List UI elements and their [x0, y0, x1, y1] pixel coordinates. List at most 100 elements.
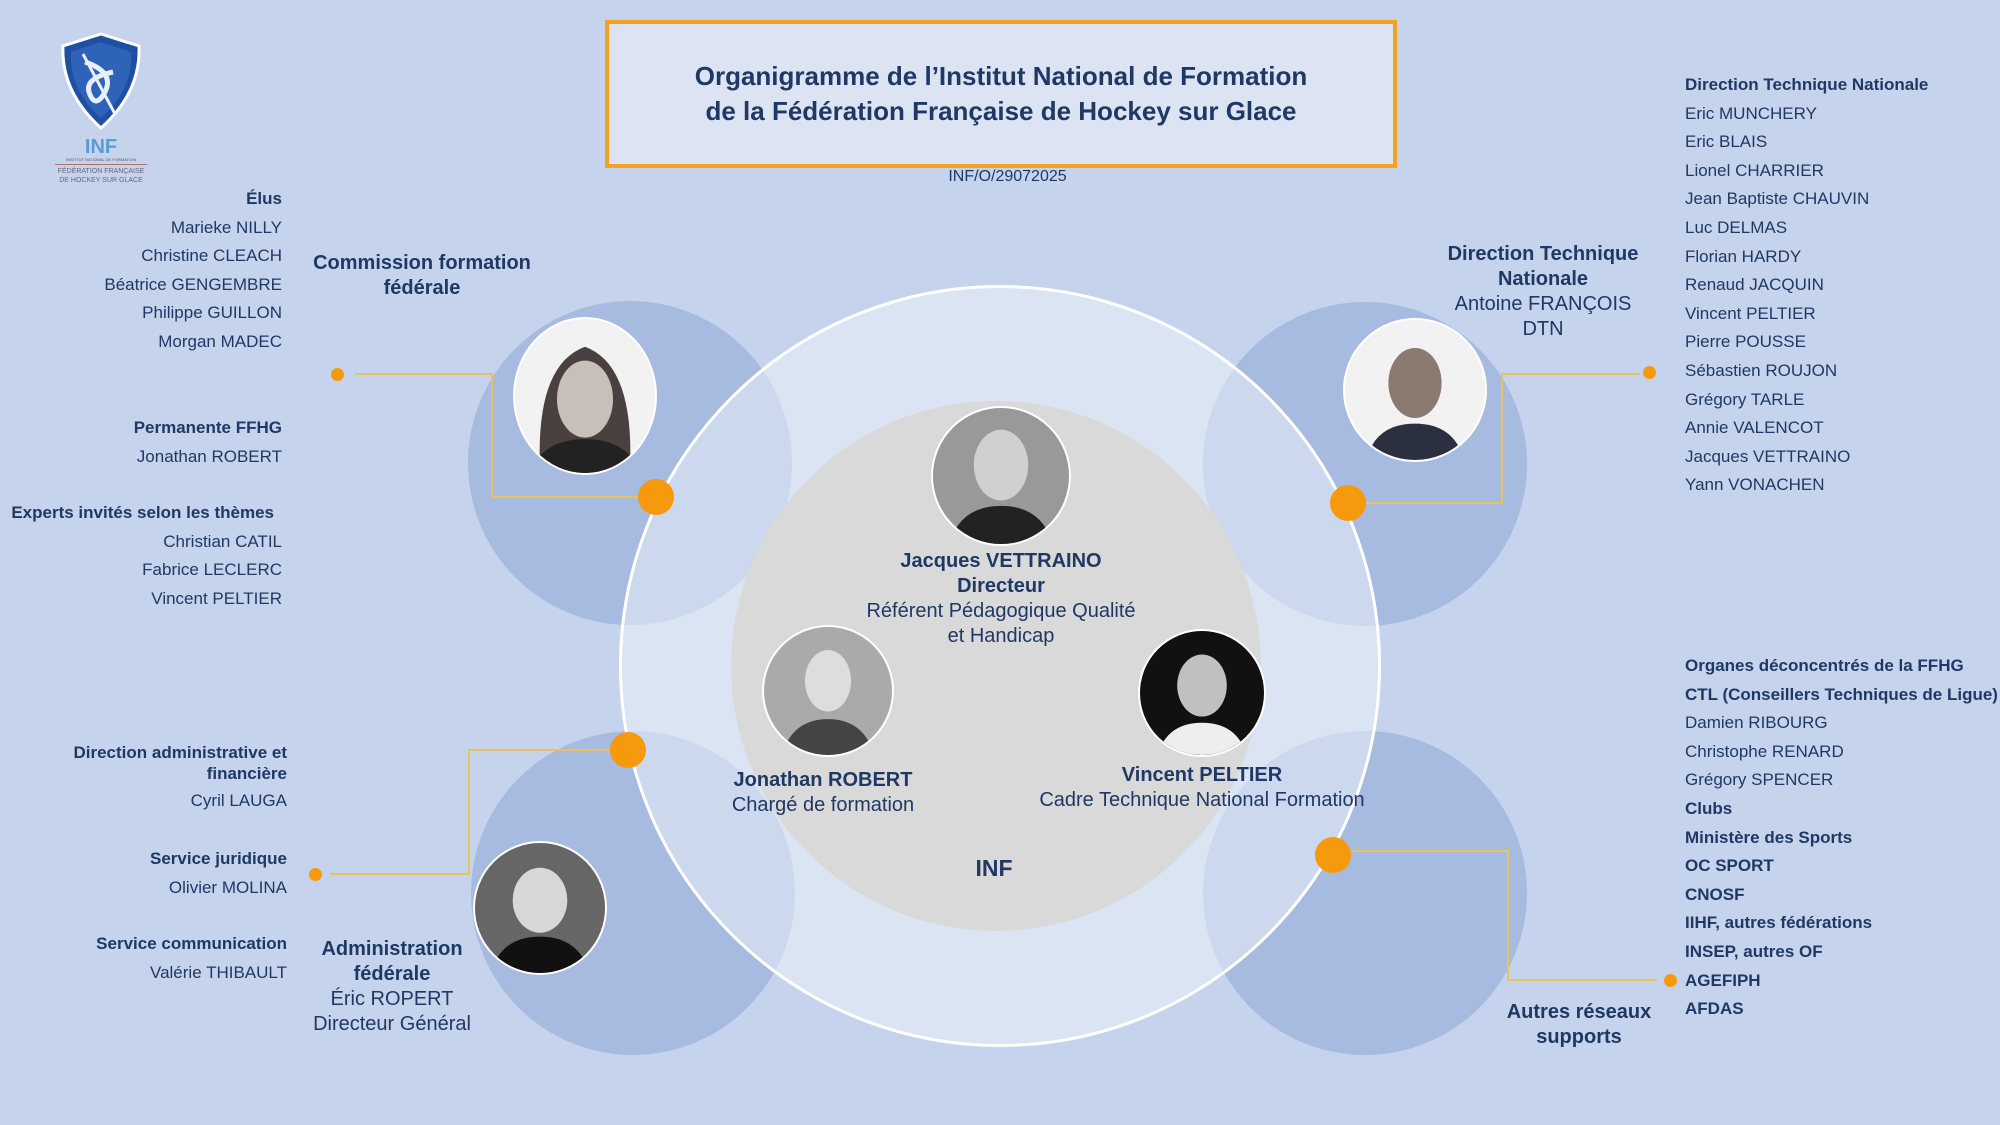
list-item: Florian HARDY — [1685, 246, 1802, 266]
dtn-label: Direction Technique Nationale Antoine FR… — [1413, 242, 1673, 342]
dtn-head-role: DTN — [1522, 318, 1564, 340]
inf-label: INF — [975, 855, 1013, 881]
list-item: INSEP, autres OF — [1685, 941, 1823, 961]
list-heading: Direction Technique Nationale — [1685, 75, 1929, 94]
experts-list: Experts invités selon les thèmes Christi… — [11, 499, 282, 613]
list-item: Jacques VETTRAINO — [1685, 446, 1851, 466]
commission-label: Commission formation fédérale — [313, 252, 531, 299]
list-item: Fabrice LECLERC — [142, 560, 282, 580]
networks-list-dot — [1664, 974, 1677, 987]
networks-connector — [1352, 850, 1657, 981]
logo-acronym: INF — [84, 136, 118, 158]
person-avatar-icon — [781, 650, 875, 755]
person-avatar-icon — [1157, 654, 1247, 755]
person-avatar-icon — [490, 867, 590, 973]
networks-node-dot — [1315, 837, 1351, 873]
list-item: Grégory TARLE — [1685, 389, 1805, 409]
list-item: OC SPORT — [1685, 856, 1774, 876]
admin-head-role: Directeur Général — [313, 1013, 471, 1035]
list-item: Valérie THIBAULT — [150, 962, 287, 982]
juridique-list: Service juridique Olivier MOLINA — [150, 845, 287, 902]
trainer-photo — [762, 625, 894, 757]
list-item: Damien RIBOURG — [1685, 713, 1828, 733]
admin-list-dot — [309, 868, 322, 881]
list-item: Philippe GUILLON — [142, 303, 282, 323]
networks-list: Organes déconcentrés de la FFHG CTL (Cons… — [1685, 652, 1998, 1024]
admin-label-2: fédérale — [353, 963, 431, 985]
title-line-1: Organigramme de l’Institut National de F… — [694, 61, 1308, 91]
cadre-name: Vincent PELTIER — [1121, 764, 1283, 786]
networks-label: Autres réseaux supports — [1459, 1000, 1699, 1050]
list-item: Béatrice GENGEMBRE — [104, 274, 282, 294]
list-item: Luc DELMAS — [1685, 217, 1788, 237]
dtn-list: Direction Technique Nationale Eric MUNCH… — [1685, 71, 1928, 500]
commission-list-dot — [331, 368, 344, 381]
list-item: Christophe RENARD — [1685, 741, 1844, 761]
list-item: Jonathan ROBERT — [136, 446, 282, 466]
list-heading: Experts invités selon les thèmes — [11, 503, 274, 522]
dtn-label-2: Nationale — [1497, 268, 1589, 290]
list-heading: Service juridique — [150, 849, 287, 868]
list-item: Organes déconcentrés de la FFHG — [1685, 656, 1964, 675]
trainer-name: Jonathan ROBERT — [733, 769, 913, 791]
dtn-label-1: Direction Technique — [1447, 243, 1639, 265]
list-item: IIHF, autres fédérations — [1685, 913, 1873, 933]
list-heading: Élus — [246, 189, 282, 208]
list-item: Cyril LAUGA — [190, 791, 287, 810]
shield-logo-icon — [61, 32, 141, 131]
trainer-role: Chargé de formation — [731, 794, 915, 816]
list-item: Eric MUNCHERY — [1685, 103, 1817, 123]
title-line-2: de la Fédération Française de Hockey sur… — [705, 96, 1297, 126]
person-avatar-icon — [529, 346, 641, 473]
cadre-photo — [1138, 629, 1266, 757]
cadre-role: Cadre Technique National Formation — [1039, 789, 1365, 811]
list-item: Christian CATIL — [163, 531, 282, 551]
list-item: Vincent PELTIER — [1685, 303, 1816, 323]
director-role-2: et Handicap — [947, 625, 1055, 647]
director-role-1: Référent Pédagogique Qualité — [866, 600, 1136, 622]
list-item: Eric BLAIS — [1685, 132, 1768, 152]
list-item: Lionel CHARRIER — [1685, 160, 1824, 180]
list-item: Clubs — [1685, 798, 1733, 818]
dtn-list-dot — [1643, 366, 1656, 379]
list-item: Renaud JACQUIN — [1685, 275, 1824, 295]
director-title: Directeur — [957, 575, 1045, 597]
logo-subtitle: INSTITUT NATIONAL DE FORMATION — [55, 157, 147, 165]
list-item: AGEFIPH — [1685, 970, 1761, 990]
list-heading: Permanente FFHG — [133, 418, 282, 437]
list-item: Annie VALENCOT — [1685, 418, 1824, 438]
list-item: Morgan MADEC — [158, 331, 282, 351]
networks-label-1: Autres réseaux — [1506, 1001, 1652, 1023]
admin-finance-list: Direction administrative et financière C… — [73, 742, 287, 816]
permanente-list: Permanente FFHG Jonathan ROBERT — [134, 414, 282, 471]
director-label: Jacques VETTRAINO Directeur Référent Péd… — [831, 549, 1171, 649]
document-code: INF/O/29072025 — [948, 168, 1067, 185]
director-photo — [931, 406, 1071, 546]
inf-logo: INF INSTITUT NATIONAL DE FORMATION FÉDÉR… — [55, 32, 147, 184]
list-item: Jean Baptiste CHAUVIN — [1685, 189, 1870, 209]
list-item: Vincent PELTIER — [151, 588, 282, 608]
dtn-node-dot — [1330, 485, 1366, 521]
list-item: Marieke NILLY — [170, 217, 282, 237]
list-item: Yann VONACHEN — [1685, 475, 1825, 495]
dtn-head-name: Antoine FRANÇOIS — [1454, 293, 1632, 315]
list-item: Christine CLEACH — [141, 246, 282, 266]
list-item: Ministère des Sports — [1685, 827, 1853, 847]
admin-node-dot — [610, 732, 646, 768]
admin-head-name: Éric ROPERT — [330, 988, 454, 1010]
admin-connector — [330, 749, 612, 875]
list-item: CTL (Conseillers Techniques de Ligue) — [1685, 684, 1998, 704]
list-heading: Direction administrative et — [73, 743, 287, 762]
list-item: AFDAS — [1685, 999, 1744, 1019]
trainer-label: Jonathan ROBERT Chargé de formation — [693, 768, 953, 818]
commission-node-dot — [638, 479, 674, 515]
networks-label-2: supports — [1536, 1026, 1622, 1048]
commission-connector — [355, 373, 640, 498]
director-name: Jacques VETTRAINO — [900, 550, 1102, 572]
person-avatar-icon — [1366, 348, 1464, 460]
cadre-label: Vincent PELTIER Cadre Technique National… — [1012, 763, 1392, 813]
list-heading: Service communication — [96, 934, 287, 953]
admin-label-1: Administration — [321, 938, 463, 960]
list-item: Sébastien ROUJON — [1685, 360, 1838, 380]
